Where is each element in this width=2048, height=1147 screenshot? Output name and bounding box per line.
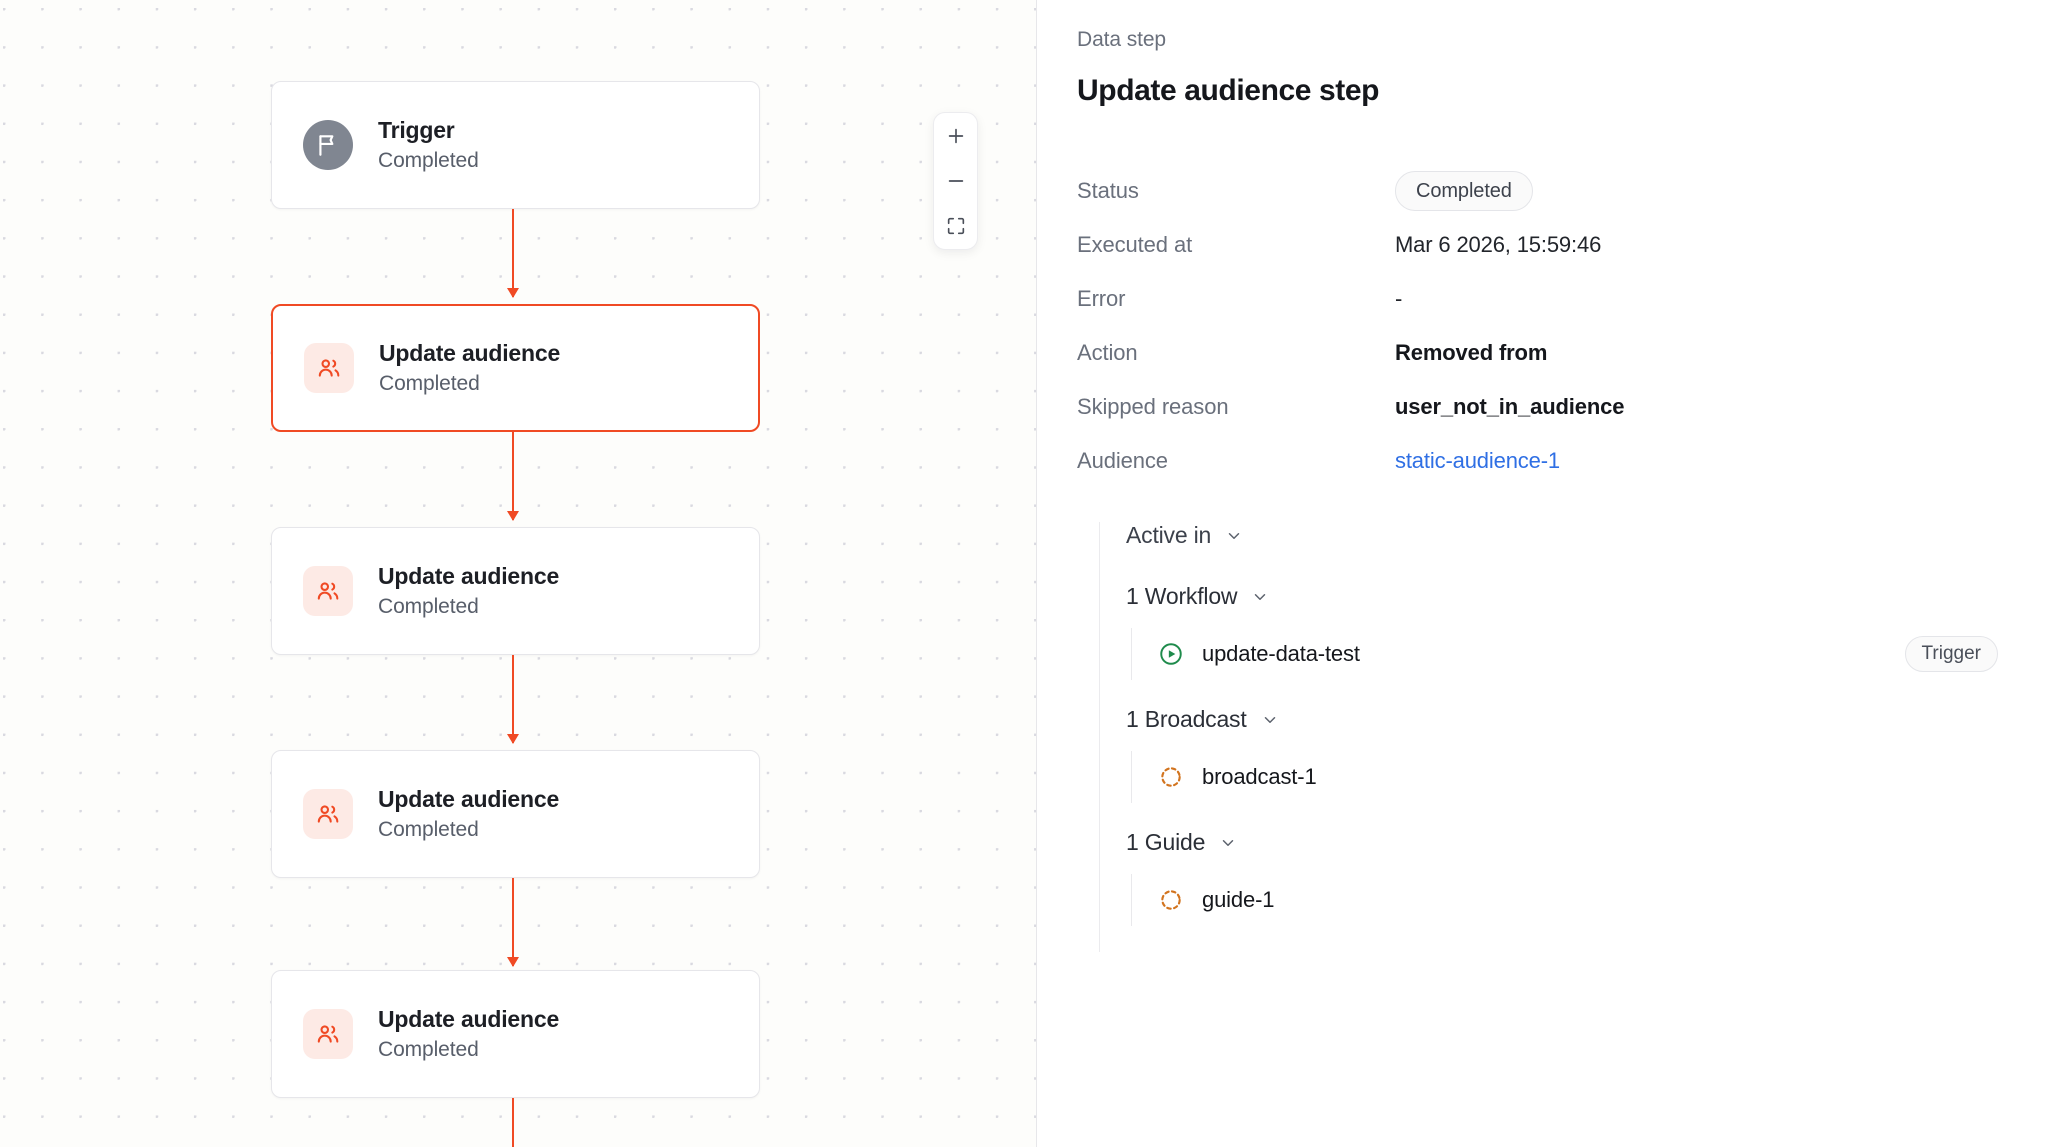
entity-name: update-data-test [1202, 641, 1360, 666]
status-badge: Completed [1395, 171, 1533, 211]
entity-badge-trigger: Trigger [1904, 636, 1998, 672]
flow-connector [507, 209, 519, 298]
workflow-canvas[interactable]: Trigger Completed Update audience [0, 0, 1037, 1147]
flow-node-text: Update audience Completed [378, 1006, 559, 1062]
flow-node-status: Completed [378, 1038, 479, 1061]
audience-icon [303, 566, 353, 616]
flow-node-text: Trigger Completed [378, 117, 479, 173]
property-value: Mar 6 2026, 15:59:46 [1395, 232, 1602, 257]
property-key: Error [1077, 286, 1126, 311]
entity-name: broadcast-1 [1202, 764, 1317, 789]
flow-node-status: Completed [378, 149, 479, 172]
flow-connector [512, 1098, 514, 1147]
group-label: 1 Guide [1126, 829, 1206, 855]
flow-connector [507, 655, 519, 744]
fit-view-button[interactable] [933, 204, 978, 248]
chevron-down-icon [1225, 527, 1243, 545]
list-item[interactable]: guide-1 [1158, 874, 2008, 926]
audience-link[interactable]: static-audience-1 [1395, 448, 1560, 473]
panel-eyebrow: Data step [1077, 28, 1166, 51]
group-toggle-guide[interactable]: 1 Guide [1126, 829, 1237, 856]
active-in-group-workflow: 1 Workflow update-data-test [1126, 583, 2008, 680]
flow-node-status: Completed [378, 595, 479, 618]
property-row-error: Error - [1077, 272, 2008, 326]
flow-node-title: Update audience [378, 786, 560, 812]
property-value: - [1395, 286, 1403, 311]
group-items: guide-1 [1131, 874, 2008, 926]
group-label: 1 Broadcast [1126, 706, 1247, 732]
group-toggle-broadcast[interactable]: 1 Broadcast [1126, 706, 1279, 733]
active-in-toggle[interactable]: Active in [1126, 522, 1243, 549]
flow-node-text: Update audience Completed [378, 563, 559, 619]
group-label: 1 Workflow [1126, 583, 1238, 609]
flow-connector [507, 878, 519, 967]
flow-node-update-audience-4[interactable]: Update audience Completed [271, 970, 760, 1098]
property-value: user_not_in_audience [1395, 394, 1625, 419]
property-row-status: Status Completed [1077, 164, 2008, 218]
entity-name: guide-1 [1202, 887, 1275, 912]
flow-node-status: Completed [379, 372, 480, 395]
list-item[interactable]: update-data-test Trigger [1158, 628, 2008, 680]
flow-node-update-audience-3[interactable]: Update audience Completed [271, 750, 760, 878]
step-detail-panel: Data step Update audience step Status Co… [1037, 0, 2048, 1147]
group-items: update-data-test Trigger [1131, 628, 2008, 680]
flow-connector [507, 432, 519, 521]
chevron-down-icon [1219, 834, 1237, 852]
zoom-in-button[interactable] [933, 114, 978, 158]
property-row-skipped-reason: Skipped reason user_not_in_audience [1077, 380, 2008, 434]
audience-icon [303, 1009, 353, 1059]
flow-node-title: Trigger [378, 117, 455, 143]
list-item[interactable]: broadcast-1 [1158, 751, 2008, 803]
flag-icon [303, 120, 353, 170]
active-in-group-broadcast: 1 Broadcast broadcast-1 [1126, 706, 2008, 803]
flow-node-text: Update audience Completed [379, 340, 560, 396]
step-properties-table: Status Completed Executed at Mar 6 2026,… [1077, 164, 2008, 488]
flow-node-text: Update audience Completed [378, 786, 559, 842]
audience-icon [304, 343, 354, 393]
flow-node-update-audience-selected[interactable]: Update audience Completed [271, 304, 760, 432]
property-row-action: Action Removed from [1077, 326, 2008, 380]
property-key: Action [1077, 340, 1138, 365]
dashed-circle-icon [1158, 887, 1184, 913]
property-row-audience: Audience static-audience-1 [1077, 434, 2008, 488]
active-in-group-guide: 1 Guide guide-1 [1126, 829, 2008, 926]
property-value: Removed from [1395, 340, 1548, 365]
chevron-down-icon [1251, 588, 1269, 606]
property-key: Audience [1077, 448, 1168, 473]
property-row-executed-at: Executed at Mar 6 2026, 15:59:46 [1077, 218, 2008, 272]
flow-node-update-audience-2[interactable]: Update audience Completed [271, 527, 760, 655]
flow-node-title: Update audience [378, 563, 560, 589]
property-key: Executed at [1077, 232, 1193, 257]
group-items: broadcast-1 [1131, 751, 2008, 803]
flow-node-trigger[interactable]: Trigger Completed [271, 81, 760, 209]
zoom-controls [933, 112, 978, 250]
zoom-out-button[interactable] [933, 159, 978, 203]
audience-icon [303, 789, 353, 839]
flow-node-status: Completed [378, 818, 479, 841]
active-in-label: Active in [1126, 522, 1212, 548]
page-title: Update audience step [1077, 74, 1380, 107]
group-toggle-workflow[interactable]: 1 Workflow [1126, 583, 1269, 610]
chevron-down-icon [1261, 711, 1279, 729]
property-key: Skipped reason [1077, 394, 1229, 419]
play-circle-icon [1158, 641, 1184, 667]
flow-node-title: Update audience [379, 340, 561, 366]
dashed-circle-icon [1158, 764, 1184, 790]
flow-node-title: Update audience [378, 1006, 560, 1032]
active-in-section: Active in 1 Workflow [1099, 522, 2008, 952]
property-key: Status [1077, 178, 1139, 203]
